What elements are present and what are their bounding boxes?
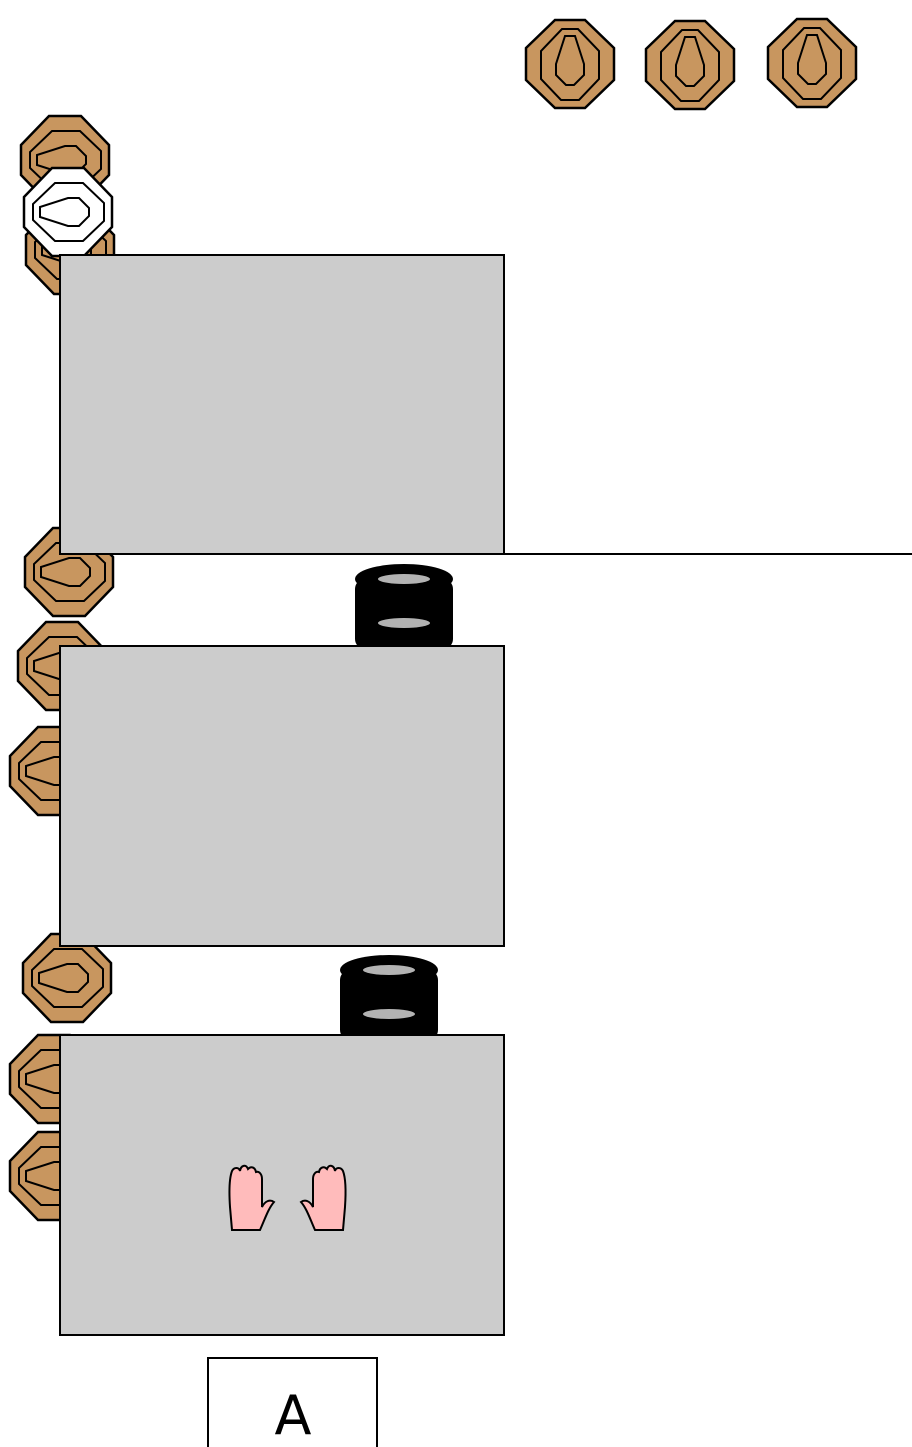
far-target-1 — [526, 20, 614, 108]
start-box: A — [208, 1358, 377, 1447]
wall-1 — [60, 255, 504, 554]
start-box-label: A — [275, 1384, 312, 1447]
far-target-3 — [768, 19, 856, 107]
wall-2 — [60, 646, 504, 946]
barrel-stack-1 — [355, 564, 453, 649]
barrel-stack-2 — [340, 955, 438, 1040]
wall-3 — [60, 1035, 504, 1335]
far-target-2 — [646, 21, 734, 109]
left-target-6 — [23, 934, 111, 1022]
